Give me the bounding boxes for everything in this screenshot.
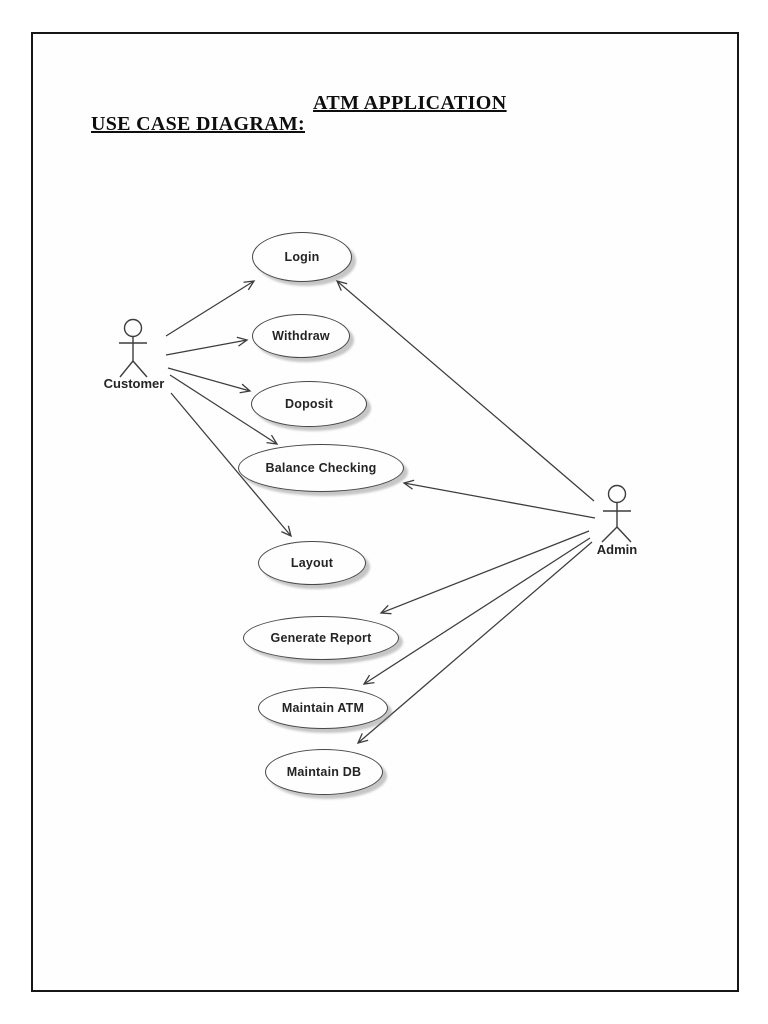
- customer-actor-icon: [119, 318, 148, 378]
- usecase-withdraw: Withdraw: [252, 314, 350, 358]
- admin-actor-icon: [601, 484, 632, 543]
- usecase-maintain-atm: Maintain ATM: [258, 687, 388, 729]
- association-admin-maintain-db: [356, 541, 593, 744]
- association-customer-layout: [170, 392, 292, 538]
- usecase-login-label: Login: [284, 250, 320, 264]
- association-admin-balance-checking: [402, 479, 596, 519]
- usecase-maintain-db: Maintain DB: [265, 749, 383, 795]
- usecase-maintain-atm-label: Maintain ATM: [281, 701, 365, 715]
- usecase-generate-report: Generate Report: [243, 616, 399, 660]
- association-customer-withdraw: [165, 336, 249, 356]
- association-customer-balance-checking: [169, 374, 279, 445]
- usecase-doposit: Doposit: [251, 381, 367, 427]
- usecase-balance-checking-label: Balance Checking: [265, 461, 377, 475]
- usecase-layout-label: Layout: [290, 556, 334, 570]
- association-admin-maintain-atm: [362, 537, 591, 685]
- usecase-doposit-label: Doposit: [285, 397, 333, 411]
- usecase-generate-report-label: Generate Report: [270, 631, 372, 645]
- usecase-withdraw-label: Withdraw: [272, 329, 330, 343]
- association-customer-doposit: [167, 367, 252, 394]
- association-admin-login: [335, 280, 595, 502]
- usecase-login: Login: [252, 232, 352, 282]
- customer-actor-label: Customer: [103, 376, 165, 391]
- document-page: [31, 32, 739, 992]
- usecase-layout: Layout: [258, 541, 366, 585]
- association-customer-login: [165, 280, 256, 337]
- usecase-maintain-db-label: Maintain DB: [286, 765, 362, 779]
- association-admin-generate-report: [379, 530, 590, 615]
- usecase-balance-checking: Balance Checking: [238, 444, 404, 492]
- page-title: ATM APPLICATION: [313, 92, 507, 114]
- page-subtitle: USE CASE DIAGRAM:: [91, 113, 306, 135]
- admin-actor-label: Admin: [596, 542, 638, 557]
